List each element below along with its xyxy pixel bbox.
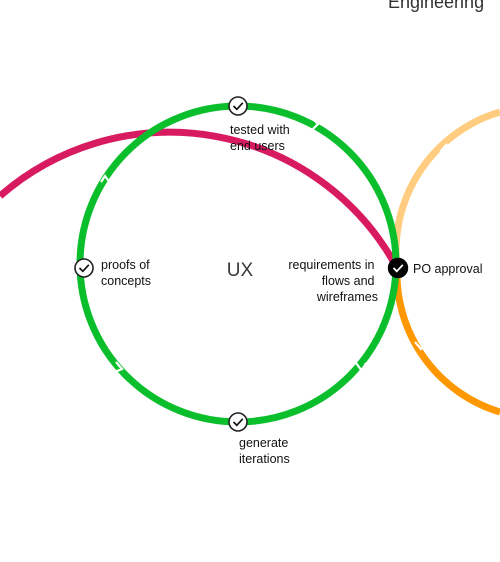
check-icon [78,264,90,273]
magenta-direction-arrow [11,149,22,163]
node-label: tested with end users [230,123,293,153]
node-po-approval[interactable]: requirements in flows and wireframes PO … [288,257,482,304]
check-node-marker-active [387,257,409,279]
magenta-cycle-arc [0,128,401,270]
engineering-cycle-title: Engineering [388,0,484,12]
ux-direction-arrow [311,117,320,131]
magenta-cycle [0,63,401,270]
requirements-label: requirements in flows and wireframes [288,258,378,304]
node-generate-iterations[interactable]: generate iterations [228,412,292,466]
node-tested-with-end-users[interactable]: tested with end users [228,96,293,153]
ux-center-label: UX [227,260,254,281]
orange-cycle-arc-light [392,108,500,269]
magenta-direction-arrow [299,94,310,111]
ux-direction-arrow [355,362,367,374]
node-label: generate iterations [239,436,292,466]
check-node-marker [228,96,248,116]
ux-direction-arrow [100,174,111,184]
po-approval-label: PO approval [413,262,482,276]
check-node-marker [74,258,94,278]
check-icon [392,264,404,273]
check-node-marker [228,412,248,432]
magenta-direction-arrow [153,63,163,77]
check-icon [232,102,244,111]
node-proofs-of-concepts[interactable]: proofs of concepts [74,258,153,288]
check-icon [232,418,244,427]
ux-direction-arrow [114,361,124,374]
orange-cycle-arc [393,267,500,416]
orange-direction-arrow [439,143,449,158]
node-label: proofs of concepts [101,258,153,288]
orange-direction-arrow [414,341,429,351]
